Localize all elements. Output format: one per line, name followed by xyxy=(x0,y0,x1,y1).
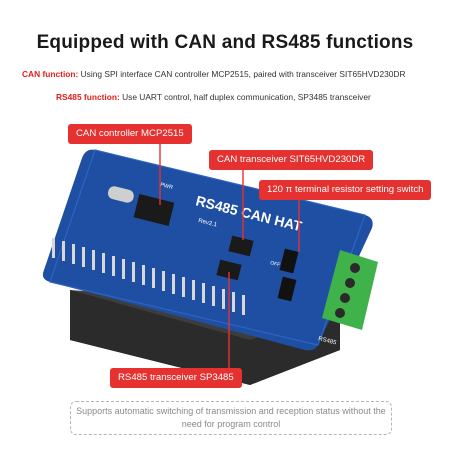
can-function-line: CAN function: Using SPI interface CAN co… xyxy=(22,69,406,79)
mcp2515-chip xyxy=(133,194,175,226)
terminal-label-b: B xyxy=(371,302,375,308)
board-revision: Rev2.1 xyxy=(198,218,219,229)
can-function-text: Using SPI interface CAN controller MCP25… xyxy=(78,69,406,79)
rs485-function-line: RS485 function: Use UART control, half d… xyxy=(56,92,371,102)
auto-switching-note: Supports automatic switching of transmis… xyxy=(70,401,392,435)
sit65hvd230-chip xyxy=(228,235,254,257)
terminal-label-h: H xyxy=(381,272,385,278)
board-pwr-label: PWR xyxy=(160,182,174,191)
callout-terminal-resistor: 120 π terminal resistor setting switch xyxy=(259,180,432,200)
termination-switch-2 xyxy=(277,276,297,302)
sp3485-chip xyxy=(216,259,242,281)
can-function-label: CAN function: xyxy=(22,69,79,79)
terminal-label-a: A xyxy=(366,317,370,323)
callout-can-controller: CAN controller MCP2515 xyxy=(68,124,192,144)
callout-rs485-transceiver: RS485 transceiver SP3485 xyxy=(110,368,242,388)
termination-switch-1 xyxy=(279,248,299,274)
board-off-label: OFF xyxy=(270,260,281,268)
gpio-pins xyxy=(52,238,245,315)
rs485-function-text: Use UART control, half duplex communicat… xyxy=(119,92,371,102)
callout-can-transceiver: CAN transceiver SIT65HVD230DR xyxy=(209,150,374,170)
board-rs485-label: RS485 xyxy=(318,336,338,346)
page-title: Equipped with CAN and RS485 functions xyxy=(36,32,414,53)
crystal xyxy=(107,186,134,203)
terminal-label-l: L xyxy=(376,287,380,293)
rs485-function-label: RS485 function: xyxy=(56,92,120,102)
